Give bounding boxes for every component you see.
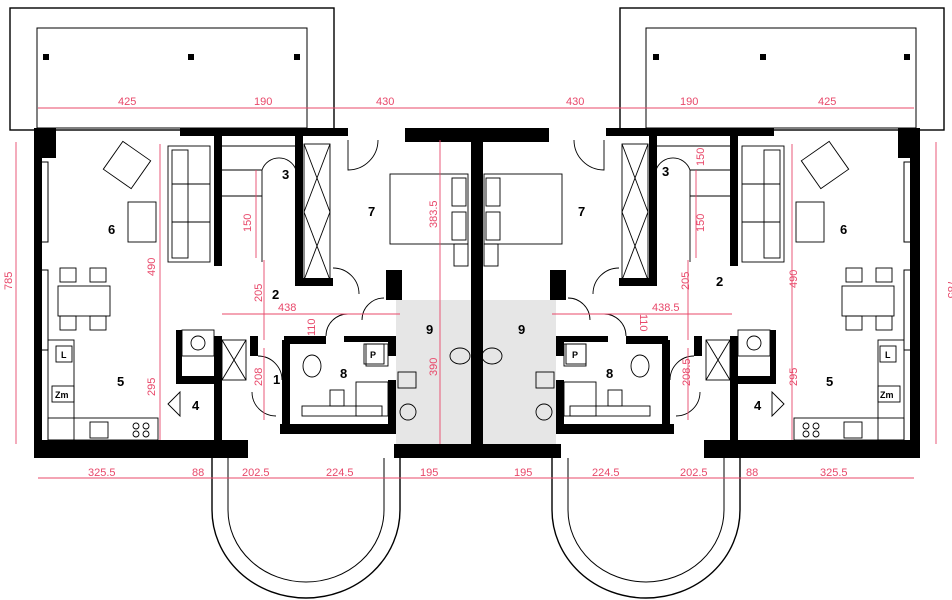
room-6-left: 6 <box>108 222 115 237</box>
wc-p-label-left: P <box>370 350 376 360</box>
terrace-left <box>9 7 335 131</box>
room-9-left: 9 <box>426 322 433 337</box>
dimension-lines <box>15 107 937 479</box>
room-4-right: 4 <box>754 398 762 413</box>
dim-bottom-8: 202.5 <box>680 467 708 479</box>
freezer-label-left: Zm <box>55 390 69 400</box>
dim-bottom-9: 88 <box>746 467 758 479</box>
dim-bottom-3: 202.5 <box>242 467 270 479</box>
dim-height-left: 785 <box>3 272 15 290</box>
room-labels-right: 1 2 3 4 5 6 7 8 9 <box>518 164 847 413</box>
dim-208-left: 208 <box>253 368 265 386</box>
room-9-right: 9 <box>518 322 525 337</box>
symbols-left: L Zm P <box>51 343 385 403</box>
dim-205-left: 205 <box>253 284 265 302</box>
room-1-right: 1 <box>662 372 669 387</box>
dim-bottom-6: 195 <box>514 467 532 479</box>
dim-390: 390 <box>428 358 440 376</box>
dim-bottom-7: 224.5 <box>592 467 620 479</box>
dim-205-right: 205 <box>680 272 692 290</box>
room-3-right: 3 <box>662 164 669 179</box>
fridge-label-right: L <box>885 350 891 360</box>
room-4-left: 4 <box>192 398 200 413</box>
room-1-left: 1 <box>273 372 280 387</box>
dim-295-right: 295 <box>788 368 800 386</box>
dim-top-6: 425 <box>818 96 836 108</box>
dim-height-right: 785 <box>945 280 952 298</box>
dim-110-left: 110 <box>306 318 318 336</box>
dim-150-left: 150 <box>242 214 254 232</box>
dim-295-left: 295 <box>146 378 158 396</box>
room-2-left: 2 <box>272 287 279 302</box>
dim-383: 383.5 <box>428 200 440 228</box>
bay-window-right <box>551 458 741 599</box>
dim-490-right: 490 <box>788 270 800 288</box>
dim-110-right: 110 <box>637 314 649 332</box>
furniture-left <box>39 140 471 441</box>
dim-490-left: 490 <box>146 258 158 276</box>
walls <box>34 128 920 458</box>
fridge-label-left: L <box>61 350 67 360</box>
symbols-right: L Zm P <box>565 343 901 403</box>
dim-bottom-4: 224.5 <box>326 467 354 479</box>
room-3-left: 3 <box>282 167 289 182</box>
dim-4385: 438.5 <box>652 302 680 314</box>
room-8-right: 8 <box>606 366 613 381</box>
dim-top-3: 430 <box>376 96 394 108</box>
room-8-left: 8 <box>340 366 347 381</box>
room-5-left: 5 <box>117 374 124 389</box>
room-7-right: 7 <box>578 204 585 219</box>
dim-bottom-5: 195 <box>420 467 438 479</box>
dim-top-4: 430 <box>566 96 584 108</box>
dim-bottom-1: 325.5 <box>88 467 116 479</box>
room-7-left: 7 <box>368 204 375 219</box>
bay-window-left <box>211 458 401 599</box>
dimension-labels: 425 190 430 430 190 425 325.5 88 202.5 2… <box>3 96 952 479</box>
dim-top-5: 190 <box>680 96 698 108</box>
room-6-right: 6 <box>840 222 847 237</box>
room-2-right: 2 <box>716 274 723 289</box>
room-5-right: 5 <box>826 374 833 389</box>
dim-150-right-b: 150 <box>695 214 707 232</box>
room-labels-left: 1 2 3 4 5 6 7 8 9 <box>108 167 433 413</box>
dim-150-right-a: 150 <box>695 148 707 166</box>
dim-438: 438 <box>278 302 296 314</box>
dim-bottom-2: 88 <box>192 467 204 479</box>
dim-top-2: 190 <box>254 96 272 108</box>
freezer-label-right: Zm <box>880 390 894 400</box>
wc-p-label-right: P <box>572 350 578 360</box>
dim-2085-right: 208.5 <box>681 358 693 386</box>
dim-top-1: 425 <box>118 96 136 108</box>
terrace-right <box>619 7 945 131</box>
dim-bottom-10: 325.5 <box>820 467 848 479</box>
